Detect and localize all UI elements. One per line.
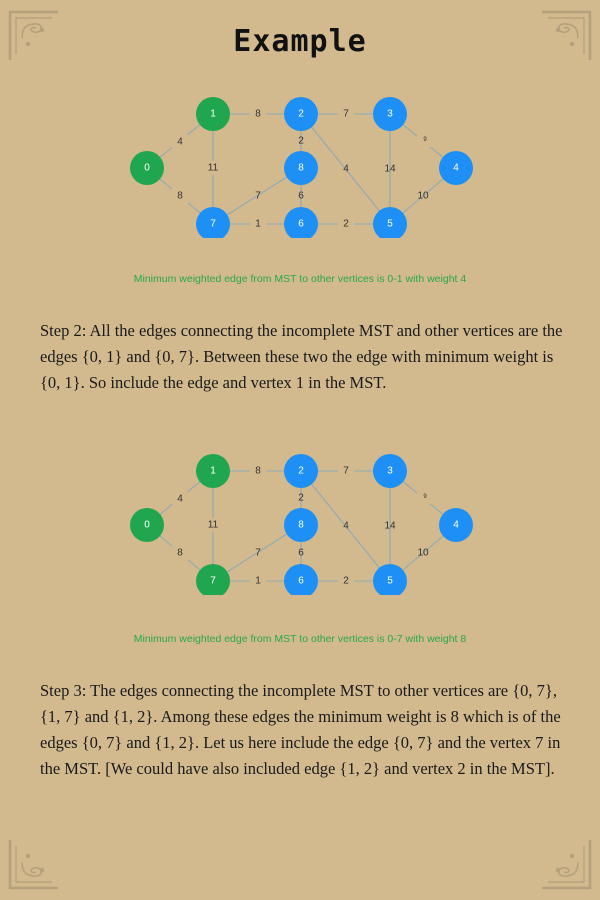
edge-weight-2-3: 7 [343,466,349,477]
edge-label-bg [338,464,354,478]
edge-weight-3-4: 9 [423,137,427,143]
edge-label-bg [338,574,354,588]
edge-label-bg [205,161,221,175]
graph-step3: 4 8 8 11 7 2 4 9 14 10 2 1 6 7 0 1 2 3 4 5 6 7 8 [130,454,473,595]
vertex-5 [373,564,407,595]
vertex-label-1: 1 [210,466,216,477]
vertex-label-3: 3 [387,466,393,477]
vertex-label-0: 0 [144,163,150,174]
edge-weight-0-7: 8 [177,191,183,202]
edge-label-bg [250,217,266,231]
vertex-6 [284,207,318,238]
step3-text: Step 3: The edges connecting the incompl… [40,681,561,778]
vertex-4 [439,508,473,542]
vertex-4 [439,151,473,185]
vertex-label-5: 5 [387,576,393,587]
vertex-label-0: 0 [144,520,150,531]
edge-7-8 [212,524,302,582]
vertex-7 [196,564,230,595]
vertex-label-6: 6 [298,219,304,230]
vertex-3 [373,97,407,131]
edge-label-bg [172,492,188,506]
edge-weight-3-5: 14 [384,521,396,532]
step2-text: Step 2: All the edges connecting the inc… [40,321,563,392]
edge-weight-0-1: 4 [177,137,183,148]
edge-weight-2-5: 4 [343,164,349,175]
edge-weight-3-5: 14 [384,164,396,175]
vertex-label-4: 4 [453,520,459,531]
edge-weight-2-8: 2 [298,136,304,147]
vertex-3 [373,454,407,488]
vertex-label-8: 8 [298,520,304,531]
graph-step2: 4 8 8 11 7 2 4 9 14 10 2 1 6 7 0 1 2 3 4 5 6 7 8 [130,97,473,238]
edge-weight-4-5: 10 [417,548,429,559]
edge-weight-7-8: 7 [255,548,261,559]
edge-label-bg [417,133,433,147]
vertex-1 [196,97,230,131]
edge-label-bg [338,107,354,121]
vertex-8 [284,508,318,542]
edge-weight-5-6: 2 [343,576,349,587]
edge-weight-6-7: 1 [255,576,261,587]
vertex-7 [196,207,230,238]
edge-7-8 [212,167,302,225]
edge-weight-6-7: 1 [255,219,261,230]
edge-label-bg [250,107,266,121]
vertex-2 [284,97,318,131]
corner-ornament-top-left [8,10,58,60]
caption-step2: Minimum weighted edge from MST to other … [133,273,467,285]
edge-label-bg [417,490,433,504]
edge-label-bg [172,135,188,149]
edge-label-bg [205,518,221,532]
edge-weight-7-8: 7 [255,191,261,202]
vertex-label-8: 8 [298,163,304,174]
vertex-2 [284,454,318,488]
page-title: Example [233,24,367,59]
vertex-label-6: 6 [298,576,304,587]
vertex-1 [196,454,230,488]
edge-weight-2-5: 4 [343,521,349,532]
edge-weight-0-7: 8 [177,548,183,559]
vertex-label-5: 5 [387,219,393,230]
edge-label-bg [172,189,188,203]
edge-weight-3-4: 9 [423,494,427,500]
vertex-6 [284,564,318,595]
vertex-5 [373,207,407,238]
edge-2-5 [300,113,391,225]
edge-weight-6-8: 6 [298,191,304,202]
vertex-label-7: 7 [210,576,216,587]
edge-label-bg [250,574,266,588]
edge-weight-2-3: 7 [343,109,349,120]
vertex-label-2: 2 [298,109,304,120]
edge-weight-1-7: 11 [208,520,219,531]
vertex-label-2: 2 [298,466,304,477]
edge-weight-0-1: 4 [177,494,183,505]
vertex-label-4: 4 [453,163,459,174]
vertex-0 [130,508,164,542]
edge-weight-1-7: 11 [208,163,219,174]
edge-weight-1-2: 8 [255,109,261,120]
caption-step3: Minimum weighted edge from MST to other … [133,633,467,645]
edge-weight-2-8: 2 [298,493,304,504]
edge-weight-4-5: 10 [417,191,429,202]
edge-label-bg [172,546,188,560]
edge-weight-6-8: 6 [298,548,304,559]
corner-ornament-bottom-right [542,840,592,890]
corner-ornament-top-right [542,10,592,60]
corner-ornament-bottom-left [8,840,58,890]
vertex-label-3: 3 [387,109,393,120]
edge-weight-1-2: 8 [255,466,261,477]
edge-label-bg [250,464,266,478]
edge-label-bg [338,217,354,231]
vertex-label-1: 1 [210,109,216,120]
edge-2-5 [300,470,391,582]
vertex-8 [284,151,318,185]
edge-weight-5-6: 2 [343,219,349,230]
vertex-label-7: 7 [210,219,216,230]
vertex-0 [130,151,164,185]
